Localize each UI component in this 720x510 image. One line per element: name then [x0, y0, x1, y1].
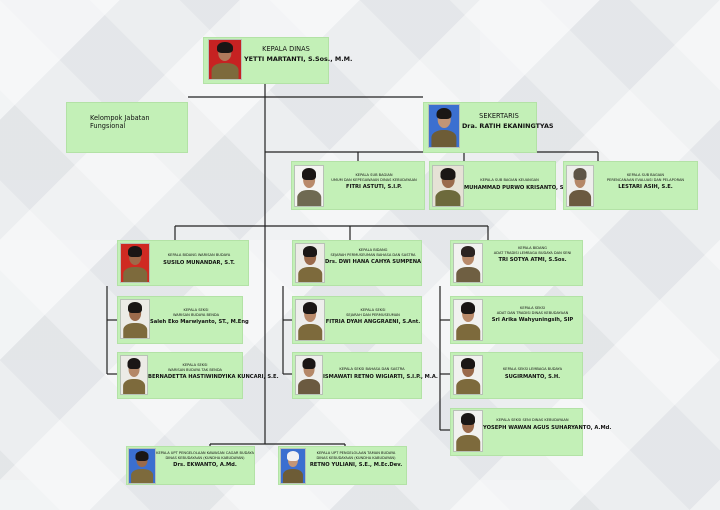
position-title: KEPALA SUB BAGIAN UMUM DAN KEPEGAWAIAN D… [331, 173, 417, 182]
portrait-photo [295, 243, 325, 283]
position-title: KEPALA SEKSI BAHASA DAN SASTRA [339, 367, 405, 371]
position-title: KEPALA BIDANG ADAT TRADISI LEMBAGA BUDAY… [493, 246, 572, 255]
position-title: KEPALA SEKSI SEJARAH DAN PERMUSEUMAN [346, 308, 400, 317]
person-name: TRI SOTYA ATMI, S.Sos. [498, 257, 567, 264]
position-title: KEPALA SEKSI LEMBAGA BUDAYA [502, 367, 563, 371]
position-title: SEKERTARIS [479, 112, 519, 120]
functional-group-box [66, 102, 188, 153]
person-name: ISMAWATI RETNO WIGIARTI, S.I.P., M.A. [323, 373, 438, 380]
position-title: KEPALA SEKSI WARISAN BUDAYA TAK BENDA [168, 363, 222, 372]
person-name: FITRI ASTUTI, S.I.P. [346, 184, 402, 191]
person-name: Drs. EKWANTO, A.Md. [173, 462, 237, 469]
portrait-photo [453, 243, 483, 283]
person-name: SUGIRMANTO, S.H. [504, 373, 561, 380]
portrait-photo [295, 355, 323, 395]
portrait-photo [128, 448, 156, 484]
person-name: YETTI MARTANTI, S.Sos., M.M. [244, 55, 353, 64]
portrait-photo [295, 299, 325, 341]
position-title: KEPALA SEKSI WARISAN BUDAYA BENDA [172, 308, 220, 317]
position-title: KEPALA UPT PENGELOLAAN KAWASAN CAGAR BUD… [156, 451, 254, 460]
position-title: KEPALA BIDANG SEJARAH PERMUSEUMAN BAHASA… [330, 248, 416, 257]
portrait-photo [453, 410, 483, 452]
portrait-photo [294, 165, 324, 207]
portrait-photo [453, 355, 483, 395]
portrait-photo [432, 165, 464, 207]
portrait-photo [280, 448, 306, 484]
position-title: KEPALA SUB BAGIAN KEUANGAN [480, 178, 539, 182]
portrait-photo [120, 299, 150, 339]
functional-group-label: Kelompok Jabatan Fungsional [90, 114, 150, 131]
portrait-photo [566, 165, 594, 207]
position-title: KEPALA SUB BAGIAN PERENCANAAN EVALUASI D… [606, 173, 685, 182]
person-name: MUHAMMAD PURWO KRISANTO, S.E., M.Acc. [464, 184, 595, 191]
person-name: YOSEPH WAWAN AGUS SUHARYANTO, A.Md. [483, 424, 612, 431]
person-name: BERNADETTA HASTIWINDYIKA KUNCARI, S.E. [148, 374, 279, 381]
person-name: Drs. DWI HANA CAHYA SUMPENA [325, 259, 422, 266]
person-name: Dra. RATIH EKANINGTYAS [462, 122, 554, 131]
person-name: Sri Arika Wahyuningsih, SIP [491, 317, 574, 324]
position-title: KEPALA SEKSI ADAT DAN TRADISI DINAS KEBU… [496, 306, 569, 315]
portrait-photo [453, 299, 483, 341]
person-name: Saleh Eko Marwiyanto, ST., M.Eng [150, 319, 249, 326]
position-title: KEPALA DINAS [262, 45, 310, 53]
position-title: KEPALA UPT PENGELOLAAN TAMAN BUDAYA DINA… [316, 451, 396, 460]
portrait-photo [428, 104, 460, 148]
position-title: KEPALA BIDANG WARISAN BUDAYA [167, 253, 231, 257]
position-title: KEPALA SEKSI SENI DINAS KEBUDAYAAN [496, 418, 569, 422]
person-name: SUSILO MUNANDAR, S.T. [163, 259, 235, 266]
person-name: LESTARI ASIH, S.E. [618, 184, 673, 191]
person-name: RETNO YULIANI, S.E., M.Ec.Dev. [309, 462, 403, 469]
person-name: FITRIA DYAH ANGGRAENI, S.Ant. [325, 319, 421, 326]
portrait-photo [120, 243, 150, 283]
portrait-photo [120, 355, 148, 395]
portrait-photo [208, 39, 242, 80]
